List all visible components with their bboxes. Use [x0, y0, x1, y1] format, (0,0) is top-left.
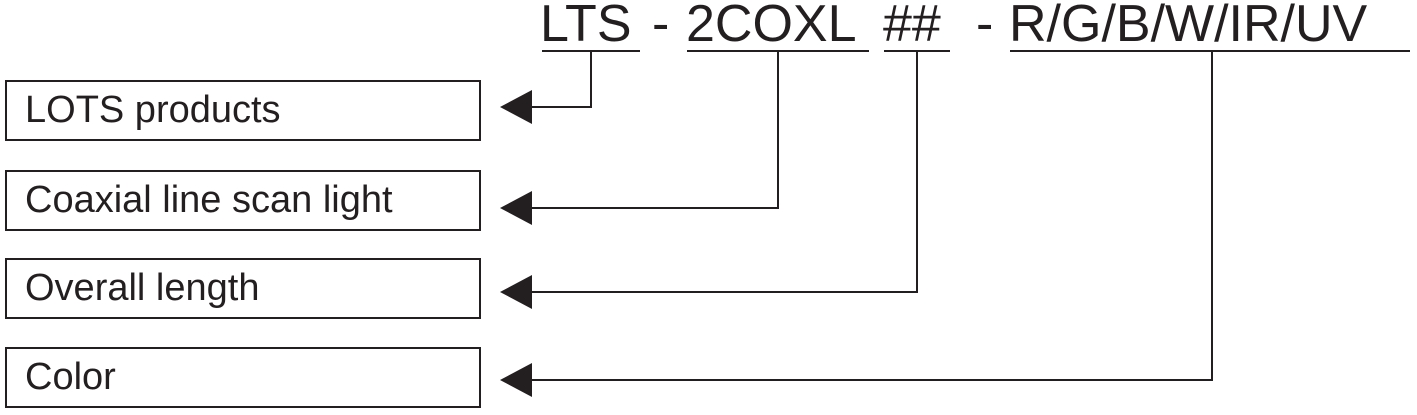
label-box-overall-length: Overall length: [5, 258, 481, 319]
connector-length: [530, 51, 918, 293]
code-separator: -: [652, 0, 670, 53]
label-box-coaxial-line-scan-light: Coaxial line scan light: [5, 170, 481, 231]
connector-type: [530, 51, 779, 209]
arrowhead-icon: [500, 90, 532, 124]
arrowhead-icon: [500, 363, 532, 397]
code-color: R/G/B/W/IR/UV: [1009, 0, 1368, 53]
code-type: 2COXL: [686, 0, 857, 53]
code-length: ##: [883, 0, 941, 53]
label-box-lots-products: LOTS products: [5, 80, 481, 141]
code-prefix: LTS: [540, 0, 632, 53]
arrowhead-icon: [500, 191, 532, 225]
label-box-color: Color: [5, 347, 481, 408]
code-separator: -: [976, 0, 994, 53]
arrowhead-icon: [500, 275, 532, 309]
connector-prefix: [530, 51, 592, 108]
connector-color: [530, 51, 1213, 381]
